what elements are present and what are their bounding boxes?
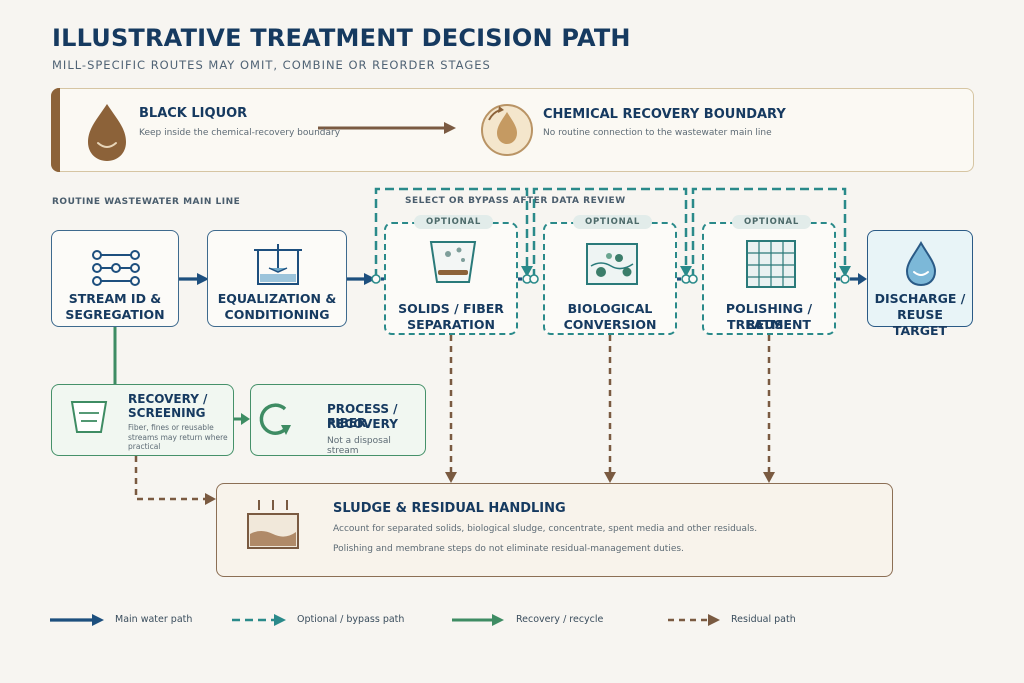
residual-line-2: Polishing and membrane steps do not elim… xyxy=(333,544,684,554)
black-liquor-title: BLACK LIQUOR xyxy=(139,106,248,121)
recycle-loop-icon xyxy=(259,403,291,435)
process-recovery-box: PROCESS / FIBER RECOVERY Not a disposal … xyxy=(250,384,426,456)
optional-badge-polishing: OPTIONAL xyxy=(732,215,812,229)
filter-membrane-icon xyxy=(746,240,796,288)
discharge-label-2: REUSE TARGET xyxy=(892,307,948,338)
legend-optional-label: Optional / bypass path xyxy=(297,614,405,625)
legend-optional-swatch xyxy=(232,614,286,626)
legend-residual-swatch xyxy=(668,614,720,626)
mixing-tank-icon xyxy=(254,244,302,285)
stage-stream-id: STREAM ID & SEGREGATION xyxy=(51,230,179,327)
select-bypass-label: SELECT OR BYPASS AFTER DATA REVIEW xyxy=(405,196,626,206)
residual-arrowheads xyxy=(205,472,775,505)
junction-nodes xyxy=(371,274,850,284)
stage-solids-fiber: SOLIDS / FIBER SEPARATION xyxy=(384,222,518,335)
recovery-screening-box: RECOVERY / SCREENING Fiber, fines or reu… xyxy=(51,384,234,456)
stage-discharge: DISCHARGE / REUSE TARGET xyxy=(867,230,973,338)
screening-note: Fiber, fines or reusable streams may ret… xyxy=(128,423,228,451)
solids-label-1: SOLIDS / FIBER xyxy=(398,301,504,316)
screen-basin-icon xyxy=(70,401,108,433)
recovery-arrowhead xyxy=(241,413,250,425)
stage-polishing: POLISHING / REUSE TREATMENT xyxy=(702,222,836,335)
legend-recovery-swatch xyxy=(452,614,504,626)
screening-title-1: RECOVERY / xyxy=(128,392,208,406)
stream-nodes-icon xyxy=(92,250,140,286)
residual-path-lines xyxy=(134,335,771,501)
polishing-label-2: TREATMENT xyxy=(727,317,811,332)
residual-title: SLUDGE & RESIDUAL HANDLING xyxy=(333,501,566,516)
legend-main-label: Main water path xyxy=(115,614,193,625)
legend-recovery-label: Recovery / recycle xyxy=(516,614,604,625)
black-liquor-arrow xyxy=(318,122,456,134)
boundary-note: No routine connection to the wastewater … xyxy=(543,128,772,138)
bypass-loop-lines xyxy=(374,187,847,278)
screening-title-2: SCREENING xyxy=(128,406,206,420)
stream-id-label-2: SEGREGATION xyxy=(65,307,165,322)
legend-swatches xyxy=(50,614,720,626)
sludge-tank-icon xyxy=(247,500,299,549)
process-title-1: PROCESS / FIBER xyxy=(327,402,398,430)
boundary-title: CHEMICAL RECOVERY BOUNDARY xyxy=(543,107,786,122)
biological-label-1: BIOLOGICAL xyxy=(567,301,653,316)
liquor-drop-icon xyxy=(88,104,126,161)
discharge-label-1: DISCHARGE / xyxy=(874,291,966,306)
bypass-arrowheads xyxy=(521,266,851,277)
polishing-label-1: POLISHING / REUSE xyxy=(725,301,813,332)
recovery-boundary-icon xyxy=(481,104,533,156)
sediment-beaker-icon xyxy=(429,241,477,283)
process-title-2: RECOVERY xyxy=(327,417,398,431)
stage-biological: BIOLOGICAL CONVERSION xyxy=(543,222,677,335)
water-drop-icon xyxy=(905,241,937,287)
equalization-label-2: CONDITIONING xyxy=(224,307,330,322)
legend-residual-label: Residual path xyxy=(731,614,796,625)
page-subtitle: MILL-SPECIFIC ROUTES MAY OMIT, COMBINE O… xyxy=(52,58,491,72)
biological-tank-icon xyxy=(586,243,638,285)
process-note: Not a disposal stream xyxy=(327,436,391,456)
residual-line-1: Account for separated solids, biological… xyxy=(333,524,758,534)
residual-handling-box: SLUDGE & RESIDUAL HANDLING Account for s… xyxy=(216,483,893,577)
equalization-label-1: EQUALIZATION & xyxy=(217,291,337,306)
page-title: ILLUSTRATIVE TREATMENT DECISION PATH xyxy=(52,24,631,52)
legend-main-swatch xyxy=(50,614,104,626)
main-line-label: ROUTINE WASTEWATER MAIN LINE xyxy=(52,197,241,207)
black-liquor-accent-bar xyxy=(51,88,60,172)
optional-badge-solids: OPTIONAL xyxy=(414,215,494,229)
biological-label-2: CONVERSION xyxy=(563,317,657,332)
black-liquor-note: Keep inside the chemical-recovery bounda… xyxy=(139,128,341,138)
optional-badge-biological: OPTIONAL xyxy=(573,215,653,229)
stream-id-label-1: STREAM ID & xyxy=(68,291,162,306)
solids-label-2: SEPARATION xyxy=(407,317,495,332)
main-path-arrowheads xyxy=(197,273,867,285)
stage-equalization: EQUALIZATION & CONDITIONING xyxy=(207,230,347,327)
